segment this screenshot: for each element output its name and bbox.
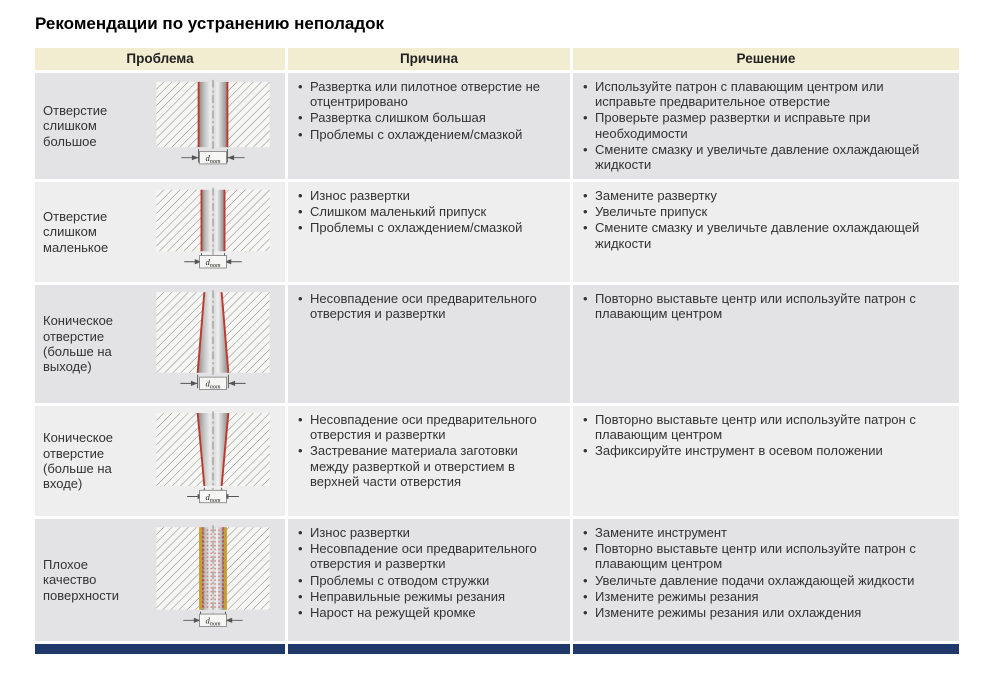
bullet-item: Износ развертки	[296, 188, 558, 203]
cause-list: Износ разверткиНесовпадение оси предвари…	[288, 519, 570, 626]
cause-cell: Развертка или пилотное отверстие не отце…	[288, 73, 570, 179]
diagram-rough-surface: dnom	[156, 525, 270, 628]
solution-cell: Замените инструментПовторно выставьте це…	[573, 519, 959, 641]
cause-list: Износ разверткиСлишком маленький припуск…	[288, 182, 570, 242]
cause-cell: Износ разверткиСлишком маленький припуск…	[288, 182, 570, 282]
problem-label: Отверстие слишком маленькое	[43, 209, 109, 255]
problem-label: Отверстие слишком большое	[43, 103, 108, 149]
bullet-item: Слишком маленький припуск	[296, 204, 558, 219]
solution-cell: Повторно выставьте центр или используйте…	[573, 285, 959, 403]
bullet-item: Используйте патрон с плавающим центром и…	[581, 79, 947, 109]
problem-cell: Отверстие слишком большое dnom	[35, 73, 285, 179]
table-row: Отверстие слишком большое dnom Развертка…	[35, 73, 959, 179]
solution-cell: Повторно выставьте центр или используйте…	[573, 406, 959, 516]
bullet-item: Развертка или пилотное отверстие не отце…	[296, 79, 558, 109]
bullet-item: Повторно выставьте центр или используйте…	[581, 412, 947, 442]
bullet-item: Неправильные режимы резания	[296, 589, 558, 604]
bullet-item: Проблемы с охлаждением/смазкой	[296, 220, 558, 235]
bullet-item: Смените смазку и увеличьте давление охла…	[581, 220, 947, 250]
column-header-problem: Проблема	[35, 48, 285, 70]
footer-bar-segment	[288, 644, 570, 654]
column-header-cause: Причина	[288, 48, 570, 70]
footer-bar-segment	[573, 644, 959, 654]
hole-cross-section-diagram: dnom	[141, 78, 285, 174]
bullet-item: Измените режимы резания	[581, 589, 947, 604]
page-title: Рекомендации по устранению неполадок	[35, 14, 385, 33]
hole-cross-section-diagram: dnom	[141, 288, 285, 400]
table-row: Плохое качество поверхности dnom Износ р…	[35, 519, 959, 641]
bullet-item: Увеличьте давление подачи охлаждающей жи…	[581, 573, 947, 588]
svg-text:dnom: dnom	[205, 257, 221, 269]
solution-cell: Замените разверткуУвеличьте припускСмени…	[573, 182, 959, 282]
cause-cell: Несовпадение оси предварительного отверс…	[288, 285, 570, 403]
solution-list: Замените инструментПовторно выставьте це…	[573, 519, 959, 626]
bullet-item: Несовпадение оси предварительного отверс…	[296, 541, 558, 571]
table-header-row: Проблема Причина Решение	[35, 48, 959, 70]
solution-list: Повторно выставьте центр или используйте…	[573, 285, 959, 327]
solution-list: Замените разверткуУвеличьте припускСмени…	[573, 182, 959, 257]
solution-list: Используйте патрон с плавающим центром и…	[573, 73, 959, 178]
bullet-item: Несовпадение оси предварительного отверс…	[296, 412, 558, 442]
bullet-item: Увеличьте припуск	[581, 204, 947, 219]
bullet-item: Повторно выставьте центр или используйте…	[581, 291, 947, 321]
bullet-item: Смените смазку и увеличьте давление охла…	[581, 142, 947, 172]
svg-text:dnom: dnom	[205, 379, 221, 391]
solution-cell: Используйте патрон с плавающим центром и…	[573, 73, 959, 179]
hole-cross-section-diagram: dnom	[141, 523, 285, 637]
problem-cell: Плохое качество поверхности dnom	[35, 519, 285, 641]
svg-text:dnom: dnom	[205, 616, 221, 628]
svg-text:dnom: dnom	[205, 153, 221, 165]
problem-label: Плохое качество поверхности	[43, 557, 119, 603]
table-footer-bar	[35, 644, 959, 654]
bullet-item: Повторно выставьте центр или используйте…	[581, 541, 947, 571]
cause-list: Несовпадение оси предварительного отверс…	[288, 406, 570, 495]
bullet-item: Проверьте размер развертки и исправьте п…	[581, 110, 947, 140]
bullet-item: Проблемы с охлаждением/смазкой	[296, 127, 558, 142]
cause-list: Развертка или пилотное отверстие не отце…	[288, 73, 570, 148]
cause-list: Несовпадение оси предварительного отверс…	[288, 285, 570, 327]
cause-cell: Износ разверткиНесовпадение оси предвари…	[288, 519, 570, 641]
problem-cell: Коническое отверстие (больше на входе) d…	[35, 406, 285, 516]
troubleshooting-table: Проблема Причина Решение Отверстие слишк…	[35, 48, 959, 654]
hole-cross-section-diagram: dnom	[141, 409, 285, 513]
bullet-item: Развертка слишком большая	[296, 110, 558, 125]
cause-cell: Несовпадение оси предварительного отверс…	[288, 406, 570, 516]
table-row: Коническое отверстие (больше на входе) d…	[35, 406, 959, 516]
bullet-item: Несовпадение оси предварительного отверс…	[296, 291, 558, 321]
bullet-item: Измените режимы резания или охлаждения	[581, 605, 947, 620]
problem-label: Коническое отверстие (больше на выходе)	[43, 313, 114, 375]
bullet-item: Замените развертку	[581, 188, 947, 203]
problem-label: Коническое отверстие (больше на входе)	[43, 430, 114, 492]
footer-bar-segment	[35, 644, 285, 654]
problem-cell: Отверстие слишком маленькое dnom	[35, 182, 285, 282]
diagram-tapered-wider-at-exit: dnom	[156, 290, 270, 391]
column-header-solution: Решение	[573, 48, 959, 70]
diagram-hole-too-large: dnom	[156, 79, 270, 165]
page: Рекомендации по устранению неполадок Про…	[0, 0, 959, 654]
diagram-tapered-wider-at-entry: dnom	[156, 411, 270, 504]
table-row: Отверстие слишком маленькое dnom Износ р…	[35, 182, 959, 282]
bullet-item: Проблемы с отводом стружки	[296, 573, 558, 588]
bullet-item: Нарост на режущей кромке	[296, 605, 558, 620]
bullet-item: Износ развертки	[296, 525, 558, 540]
bullet-item: Замените инструмент	[581, 525, 947, 540]
bullet-item: Зафиксируйте инструмент в осевом положен…	[581, 443, 947, 458]
svg-text:dnom: dnom	[205, 492, 221, 504]
table-row: Коническое отверстие (больше на выходе) …	[35, 285, 959, 403]
diagram-hole-too-small: dnom	[156, 187, 270, 269]
bullet-item: Застревание материала заготовки между ра…	[296, 443, 558, 489]
hole-cross-section-diagram: dnom	[141, 186, 285, 278]
problem-cell: Коническое отверстие (больше на выходе) …	[35, 285, 285, 403]
solution-list: Повторно выставьте центр или используйте…	[573, 406, 959, 465]
